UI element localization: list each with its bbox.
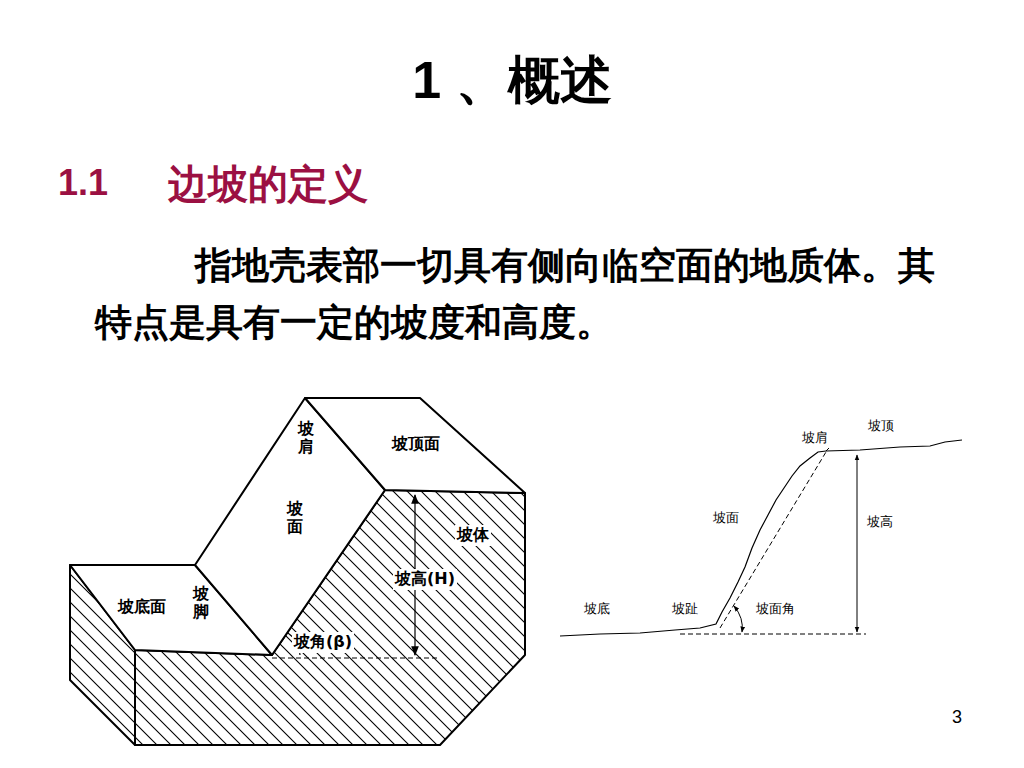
section-heading: 边坡的定义	[168, 157, 368, 212]
ground-profile	[560, 440, 962, 636]
part-label: 坡脚	[193, 585, 209, 620]
part-label: 坡体	[455, 525, 491, 546]
section-number: 1.1	[58, 162, 108, 204]
definition-text: 指地壳表部一切具有侧向临空面的地质体。其特点是具有一定的坡度和高度。	[95, 237, 955, 351]
part-label: 坡趾	[672, 600, 698, 618]
block-diagram	[70, 398, 525, 745]
part-label: 坡底	[584, 600, 610, 618]
slope-chord	[720, 452, 826, 628]
part-label: 坡顶	[868, 417, 894, 435]
part-label: 坡肩	[298, 420, 314, 455]
part-label: 坡肩	[802, 429, 828, 447]
part-label: 坡顶面	[392, 434, 440, 455]
dimension-label: 坡高(H)	[393, 569, 457, 590]
angle-label: 坡角(β)	[292, 632, 354, 653]
part-label: 坡面	[287, 500, 303, 535]
page-number: 3	[952, 707, 962, 728]
dimension-label: 坡高	[867, 513, 893, 531]
height-dimension	[857, 455, 858, 632]
angle-arrow	[734, 606, 742, 632]
slide-title: 1 、概述	[0, 46, 1024, 116]
base-line	[272, 658, 440, 659]
profile-diagram	[560, 440, 962, 636]
leader-line	[826, 448, 829, 451]
angle-label: 坡面角	[756, 600, 795, 618]
crest-top-face	[305, 398, 525, 493]
part-label: 坡底面	[118, 597, 166, 618]
part-label: 坡面	[713, 509, 739, 527]
base-line	[680, 634, 866, 635]
